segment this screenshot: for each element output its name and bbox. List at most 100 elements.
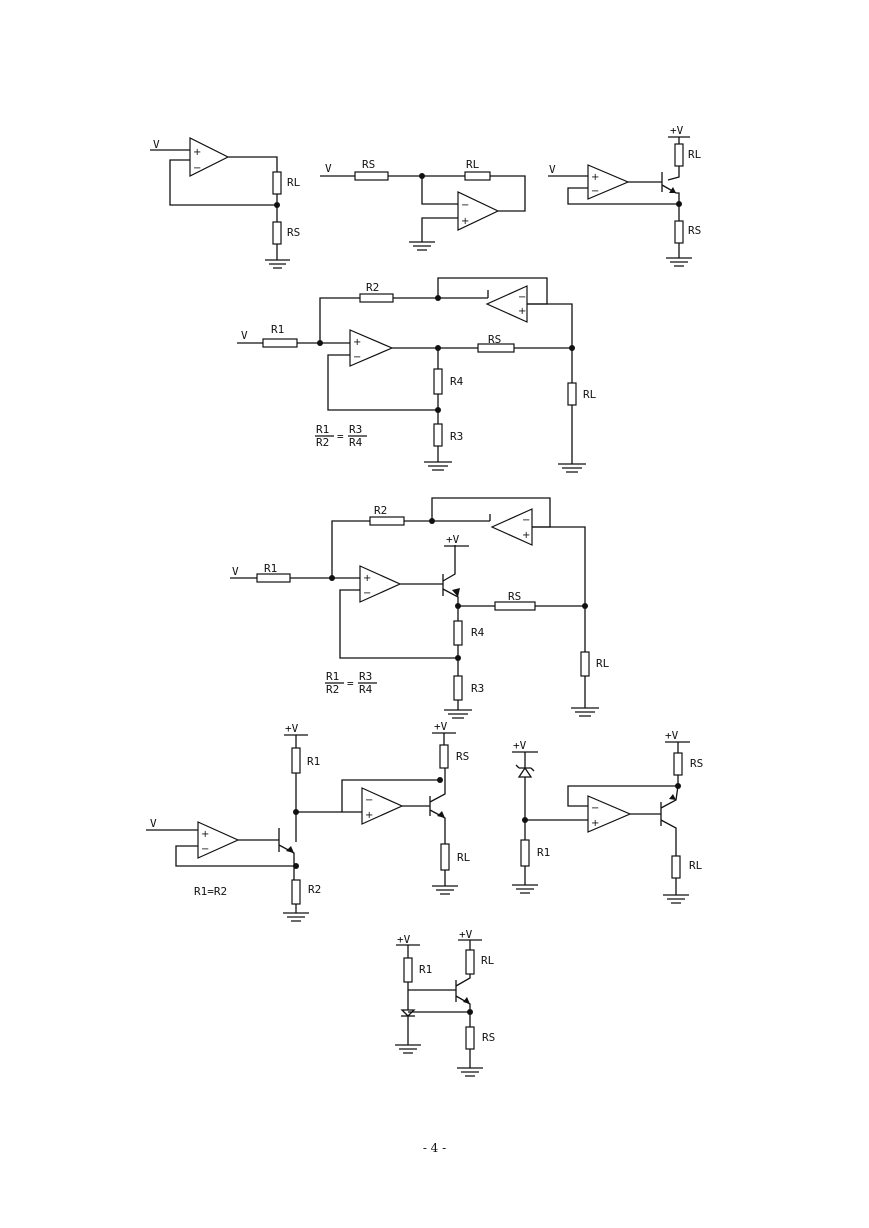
resistor-r2 bbox=[369, 516, 405, 526]
label-r1: R1 bbox=[419, 963, 432, 976]
label-rl: RL bbox=[466, 158, 480, 171]
plus-sign: + bbox=[518, 306, 526, 317]
junction-dot bbox=[435, 345, 441, 351]
resistor-rl bbox=[671, 855, 681, 879]
junction-dot bbox=[419, 173, 425, 179]
junction-dot bbox=[293, 863, 299, 869]
junction-dot bbox=[569, 345, 575, 351]
label-v: V bbox=[241, 329, 248, 342]
junction-dot bbox=[467, 1009, 473, 1015]
resistor-rs bbox=[494, 601, 536, 611]
plus-sign: + bbox=[201, 829, 209, 840]
resistor-r2 bbox=[291, 879, 301, 905]
resistor-rs bbox=[674, 220, 684, 244]
formula-denominator-right: R4 bbox=[359, 683, 373, 696]
label-r2: R2 bbox=[308, 883, 321, 896]
junction-dot bbox=[435, 407, 441, 413]
junction-dot bbox=[675, 783, 681, 789]
minus-sign: − bbox=[365, 795, 373, 806]
label-v: V bbox=[153, 138, 160, 151]
junction-dot bbox=[274, 202, 280, 208]
resistor-r4 bbox=[433, 368, 443, 395]
formula-numerator-left: R1 bbox=[326, 670, 339, 683]
junction-dot bbox=[435, 295, 441, 301]
op-amp bbox=[189, 137, 230, 177]
plus-sign: + bbox=[522, 530, 530, 541]
circuit-4: − + + − R2 V R1 RS R4 RL R3 R1 R2 = R3 R… bbox=[237, 277, 597, 473]
label-v: V bbox=[549, 163, 556, 176]
resistor-rl bbox=[272, 171, 282, 195]
op-amp bbox=[490, 508, 533, 546]
formula-denominator-left: R2 bbox=[326, 683, 339, 696]
label-rs: RS bbox=[362, 158, 375, 171]
plus-sign: + bbox=[193, 147, 201, 158]
minus-sign: − bbox=[201, 844, 209, 855]
minus-sign: − bbox=[591, 803, 599, 814]
plus-sign: + bbox=[353, 337, 361, 348]
op-amp bbox=[349, 329, 394, 367]
plus-sign: + bbox=[591, 172, 599, 183]
label-r4: R4 bbox=[450, 375, 464, 388]
plus-sign: + bbox=[365, 810, 373, 821]
label-rs: RS bbox=[482, 1031, 495, 1044]
label-rl: RL bbox=[596, 657, 610, 670]
label-rs: RS bbox=[690, 757, 703, 770]
label-supply: +V bbox=[459, 928, 473, 941]
junction-dot bbox=[429, 518, 435, 524]
resistor-rl bbox=[440, 843, 450, 871]
emitter-arrow bbox=[669, 187, 676, 193]
resistor-r1 bbox=[520, 839, 530, 867]
label-supply: +V bbox=[434, 720, 448, 733]
emitter-arrow bbox=[286, 846, 294, 853]
label-rl: RL bbox=[457, 851, 471, 864]
label-supply: +V bbox=[397, 933, 411, 946]
label-v: V bbox=[232, 565, 239, 578]
minus-sign: − bbox=[461, 200, 469, 211]
op-amp bbox=[587, 164, 630, 200]
label-rl: RL bbox=[583, 388, 597, 401]
resistor-r4 bbox=[453, 620, 463, 646]
formula-denominator-right: R4 bbox=[349, 436, 363, 449]
circuit-7: − + +V +V RS R1 RL bbox=[512, 729, 703, 904]
junction-dot bbox=[455, 655, 461, 661]
label-r1: R1 bbox=[271, 323, 284, 336]
label-rs: RS bbox=[287, 226, 300, 239]
junction-dot bbox=[329, 575, 335, 581]
resistor-rl bbox=[580, 651, 590, 677]
resistor-rs bbox=[439, 744, 449, 769]
emitter-arrow bbox=[452, 588, 460, 597]
label-r4: R4 bbox=[471, 626, 485, 639]
resistor-r1 bbox=[262, 338, 298, 348]
resistor-rs bbox=[354, 171, 389, 181]
page-number: - 4 - bbox=[422, 1141, 447, 1155]
label-r3: R3 bbox=[471, 682, 484, 695]
label-r3: R3 bbox=[450, 430, 463, 443]
label-r1: R1 bbox=[537, 846, 550, 859]
label-note: R1=R2 bbox=[194, 885, 227, 898]
formula-numerator-left: R1 bbox=[316, 423, 329, 436]
circuit-8: +V +V R1 RL RS bbox=[395, 928, 495, 1077]
ratio-formula: R1 R2 = R3 R4 bbox=[315, 423, 367, 449]
resistor-rl bbox=[567, 382, 577, 406]
formula-equals: = bbox=[347, 677, 354, 690]
plus-sign: + bbox=[591, 818, 599, 829]
emitter-arrow bbox=[437, 811, 445, 818]
circuit-2: − + V RS RL bbox=[320, 158, 526, 251]
label-v: V bbox=[325, 162, 332, 175]
plus-sign: + bbox=[363, 573, 371, 584]
junction-dot bbox=[582, 603, 588, 609]
op-amp bbox=[361, 787, 404, 825]
resistor-rl bbox=[674, 143, 684, 167]
label-supply: +V bbox=[665, 729, 679, 742]
op-amp bbox=[197, 821, 240, 859]
op-amp bbox=[359, 565, 402, 603]
circuit-1: + − V RL RS bbox=[150, 137, 301, 269]
op-amp bbox=[485, 285, 528, 323]
junction-dot bbox=[293, 809, 299, 815]
resistor-rs bbox=[477, 343, 515, 353]
plus-sign: + bbox=[461, 216, 469, 227]
minus-sign: − bbox=[591, 186, 599, 197]
resistor-r1 bbox=[403, 957, 413, 983]
label-r2: R2 bbox=[366, 281, 379, 294]
